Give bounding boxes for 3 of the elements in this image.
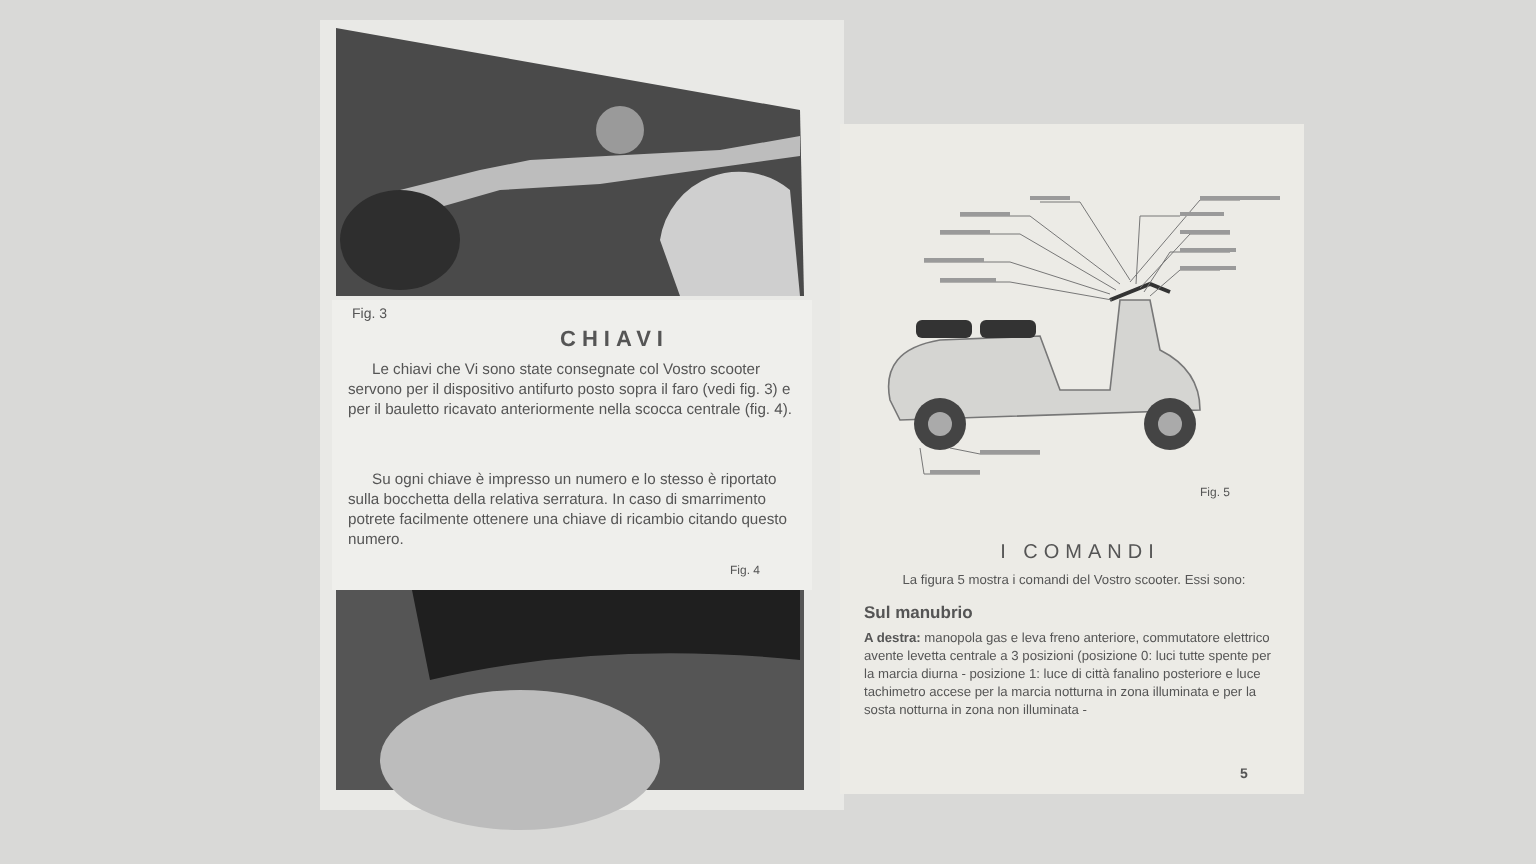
section-heading: CHIAVI [560,326,671,355]
subheading: Sul manubrio [864,602,975,625]
section-heading: I COMANDI [998,540,1162,566]
